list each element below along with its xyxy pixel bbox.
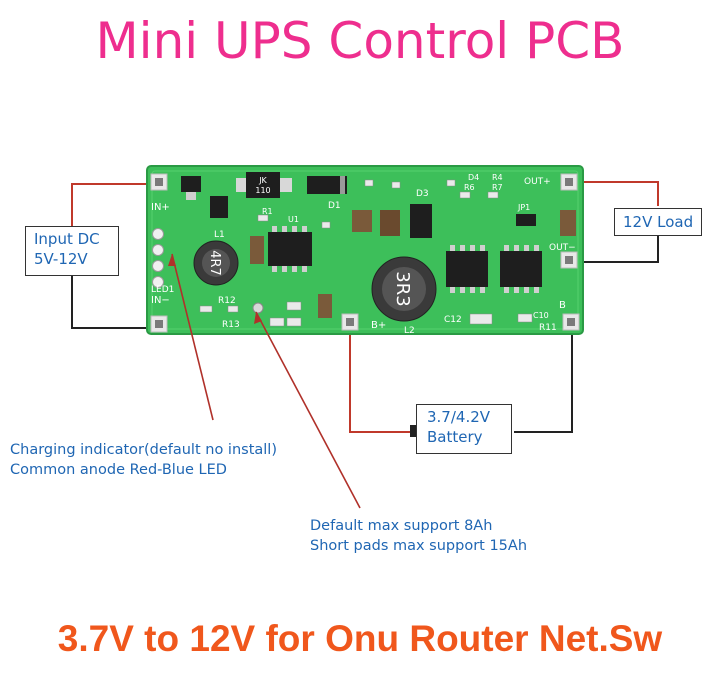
input-negative-wire — [71, 275, 152, 329]
battery-negative-wire — [514, 325, 573, 433]
ic-u1 — [268, 232, 312, 266]
input-label-line-2: 5V-12V — [34, 250, 88, 268]
battery-terminal — [410, 425, 416, 437]
ic-u2 — [446, 251, 488, 287]
charging-indicator-note: Charging indicator(default no install) C… — [10, 440, 277, 480]
input-label-box: Input DC 5V-12V — [25, 226, 119, 276]
svg-text:JK: JK — [258, 176, 267, 185]
charging-note-line-2: Common anode Red-Blue LED — [10, 462, 227, 478]
svg-text:D1: D1 — [328, 201, 341, 211]
load-positive-wire — [578, 181, 659, 206]
svg-text:B+: B+ — [371, 320, 386, 331]
pointer-pads — [255, 311, 361, 509]
svg-text:U1: U1 — [288, 215, 299, 224]
input-label-line-1: Input DC — [34, 230, 100, 248]
svg-text:C12: C12 — [444, 315, 462, 325]
svg-text:R11: R11 — [539, 323, 557, 333]
svg-text:R13: R13 — [222, 320, 240, 330]
svg-text:B: B — [559, 300, 566, 311]
diode-d1 — [307, 176, 347, 194]
svg-text:R4: R4 — [492, 173, 503, 182]
pointer-led — [171, 253, 214, 421]
charging-note-line-1: Charging indicator(default no install) — [10, 442, 277, 458]
ic-u3 — [500, 251, 542, 287]
svg-text:R1: R1 — [262, 207, 273, 216]
svg-text:110: 110 — [255, 186, 270, 195]
svg-text:D3: D3 — [416, 189, 429, 199]
svg-text:L1: L1 — [214, 230, 225, 240]
max-support-note: Default max support 8Ah Short pads max s… — [310, 516, 527, 556]
svg-text:JP1: JP1 — [517, 203, 530, 212]
svg-text:D4: D4 — [468, 173, 479, 182]
svg-text:L2: L2 — [404, 326, 415, 336]
svg-text:R12: R12 — [218, 296, 236, 306]
max-support-line-2: Short pads max support 15Ah — [310, 538, 528, 554]
svg-text:IN+: IN+ — [151, 202, 170, 213]
svg-text:C10: C10 — [533, 311, 549, 320]
battery-label-line-2: Battery — [427, 428, 483, 446]
load-label-box: 12V Load — [614, 208, 702, 236]
svg-text:LED1: LED1 — [151, 285, 174, 295]
page-subtitle: 3.7V to 12V for Onu Router Net.Sw — [57, 618, 663, 659]
input-positive-wire — [71, 183, 150, 228]
load-label: 12V Load — [623, 213, 694, 231]
battery-positive-wire — [349, 330, 414, 433]
page-title: Mini UPS Control PCB — [95, 12, 625, 70]
svg-text:OUT+: OUT+ — [524, 177, 551, 187]
svg-text:IN−: IN− — [151, 295, 170, 306]
svg-text:4R7: 4R7 — [207, 250, 222, 276]
svg-text:3R3: 3R3 — [392, 271, 413, 306]
svg-text:R6: R6 — [464, 183, 475, 192]
svg-text:OUT−: OUT− — [549, 243, 576, 253]
load-negative-wire — [580, 236, 659, 263]
battery-label-box: 3.7/4.2V Battery — [416, 404, 512, 454]
max-support-line-1: Default max support 8Ah — [310, 518, 493, 534]
battery-label-line-1: 3.7/4.2V — [427, 408, 491, 426]
chip-jk110 — [246, 172, 280, 198]
svg-text:R7: R7 — [492, 183, 503, 192]
